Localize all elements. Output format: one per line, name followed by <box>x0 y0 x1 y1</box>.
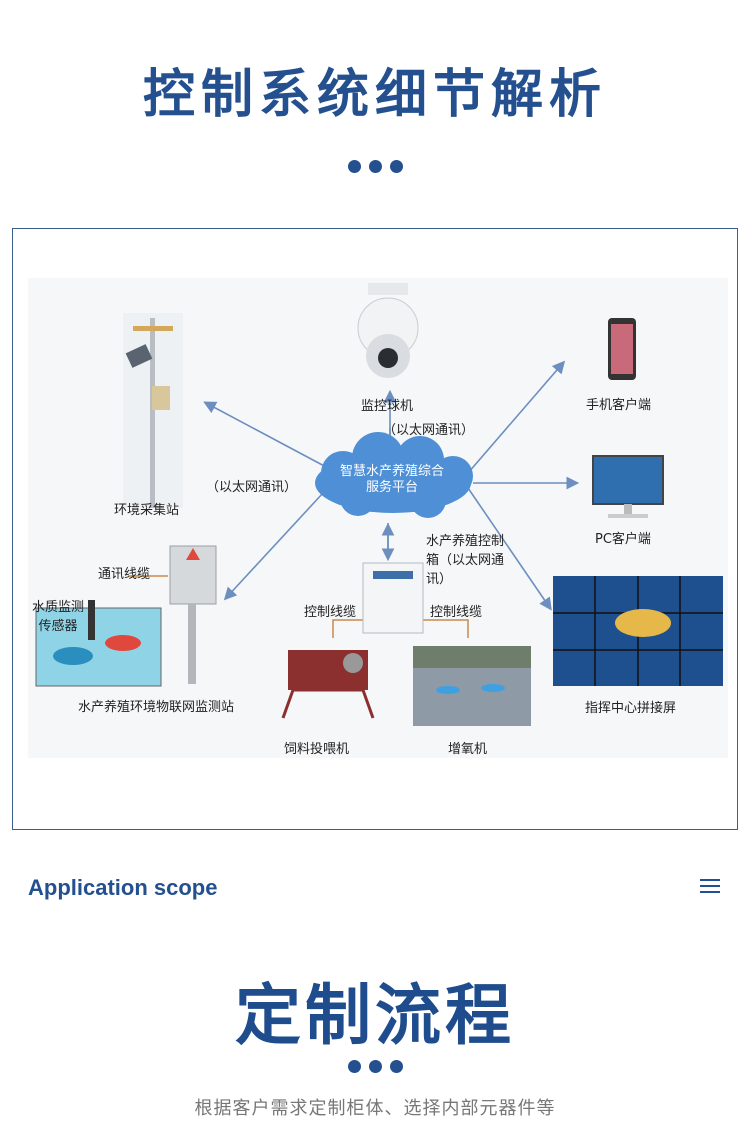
cable-to-feeder <box>332 619 363 638</box>
process-title: 定制流程 <box>235 977 515 1054</box>
aerator-label: 增氧机 <box>448 742 488 757</box>
arrow-to-video-wall <box>467 487 552 611</box>
page-title: 控制系统细节解析 <box>142 65 607 125</box>
ethernet-left-label: （以太网通讯） <box>206 480 298 495</box>
iot-monitor-cabinet-icon <box>169 545 217 684</box>
desktop-pc-icon <box>592 455 664 518</box>
arrow-to-env-station <box>203 401 329 469</box>
arrow-to-phone <box>467 360 566 474</box>
system-diagram: 环境采集站 监控球机 （以太网通讯） （以太网通讯） 智慧水产养殖综合服务平台 … <box>28 278 728 758</box>
feeder-label: 饲料投喂机 <box>284 742 350 757</box>
ethernet-top-label: （以太网通讯） <box>383 423 475 438</box>
application-scope-label: Application scope <box>28 875 218 900</box>
feeding-machine-icon <box>281 650 375 719</box>
cloud-platform-label: 智慧水产养殖综合服务平台 <box>340 464 445 495</box>
video-wall-label: 指挥中心拼接屏 <box>585 701 677 716</box>
control-cable-left-label: 控制线缆 <box>304 605 357 620</box>
cloud-platform-icon <box>315 432 473 518</box>
video-wall-icon <box>553 576 723 686</box>
phone-client-label: 手机客户端 <box>586 398 652 413</box>
weather-station-icon <box>123 313 183 508</box>
process-subtitle: 根据客户需求定制柜体、选择内部元器件等 <box>194 1098 556 1119</box>
fish-tank-icon <box>35 600 162 687</box>
env-station-label: 环境采集站 <box>114 503 180 518</box>
control-box-label: 水产养殖控制箱（以太网通讯） <box>426 534 505 587</box>
control-cable-right-label: 控制线缆 <box>430 605 483 620</box>
water-sensor-probe-icon <box>88 600 95 640</box>
iot-station-label: 水产养殖环境物联网监测站 <box>77 700 234 715</box>
water-sensor-label: 水质监测传感器 <box>31 600 84 634</box>
arrow-to-iot-station <box>223 492 324 601</box>
camera-label: 监控球机 <box>361 399 414 414</box>
cable-to-aerator <box>423 619 469 638</box>
control-cabinet-icon <box>362 562 424 634</box>
title-dots-decoration <box>0 160 750 173</box>
ptz-camera-icon <box>357 283 419 378</box>
pc-client-label: PC客户端 <box>595 532 651 547</box>
hamburger-menu-icon[interactable] <box>700 879 720 893</box>
diagram-graphics <box>35 283 723 726</box>
aerator-icon <box>413 646 531 726</box>
process-dots-decoration <box>0 1060 750 1073</box>
comm-cable-label: 通讯线缆 <box>98 567 151 582</box>
smartphone-icon <box>608 318 636 380</box>
